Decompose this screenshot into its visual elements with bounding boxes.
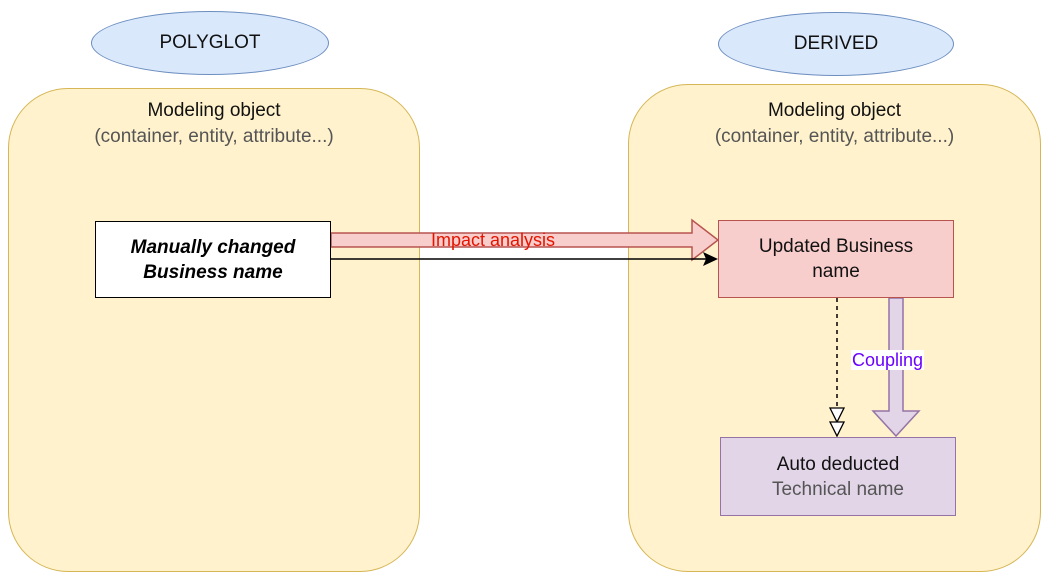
derived-panel-title: Modeling object — [767, 100, 902, 121]
polyglot-badge: POLYGLOT — [91, 11, 329, 75]
updated-box-line1: Updated Business — [758, 236, 914, 257]
polyglot-modeling-object-panel: Modeling object (container, entity, attr… — [8, 88, 420, 572]
auto-box-line2: Technical name — [771, 478, 905, 500]
coupling-label: Coupling — [851, 350, 925, 370]
polyglot-panel-subtitle: (container, entity, attribute...) — [94, 126, 334, 147]
derived-panel-subtitle: (container, entity, attribute...) — [714, 126, 955, 147]
manual-box-line1: Manually changed — [130, 236, 296, 258]
updated-business-name-box: Updated Business name — [718, 220, 954, 298]
dependency-head-1 — [828, 407, 846, 424]
impact-analysis-label: Impact analysis — [431, 230, 556, 250]
derived-badge: DERIVED — [718, 12, 954, 76]
auto-box-line1: Auto deducted — [776, 453, 900, 475]
manually-changed-business-name-box: Manually changed Business name — [95, 221, 331, 298]
derived-badge-label: DERIVED — [793, 33, 879, 54]
impact-analysis-arrow — [330, 218, 720, 262]
polyglot-panel-title: Modeling object — [147, 100, 281, 121]
updated-box-line2: name — [812, 261, 860, 282]
polyglot-badge-label: POLYGLOT — [159, 32, 261, 53]
auto-deducted-technical-name-box: Auto deducted Technical name — [720, 437, 956, 516]
manual-box-line2: Business name — [143, 261, 283, 283]
dependency-head-2 — [828, 421, 846, 438]
business-name-connector-head — [703, 252, 718, 266]
